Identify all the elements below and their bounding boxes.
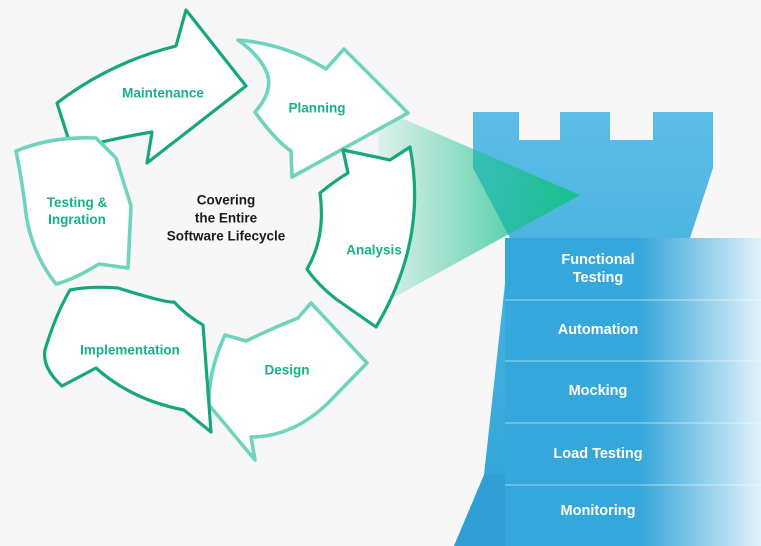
arrow-implementation [43,285,213,434]
beam [378,108,580,305]
label-implementation-line: Implementation [80,343,180,358]
arrow-planning [236,38,410,179]
label-design: Design [264,363,309,378]
label-analysis-line: Analysis [346,243,402,258]
label-planning: Planning [289,101,346,116]
tower-fade [640,238,761,546]
tower-base-left [454,475,505,546]
arrow-design [207,301,369,462]
tower-layer-label-line: Testing [573,270,623,286]
arrow-analysis [305,145,417,329]
label-analysis: Analysis [346,243,402,258]
tower-layer-label-line: Functional [561,252,634,268]
center-caption-text-line: Covering [197,193,256,208]
label-maintenance: Maintenance [122,86,204,101]
label-design-line: Design [264,363,309,378]
tower-layer-label: Mocking [569,383,628,399]
tower-layer-label: Automation [558,322,639,338]
tower-layer-dividers [505,299,761,486]
label-planning-line: Planning [289,101,346,116]
center-caption-text-line: Software Lifecycle [167,229,286,244]
label-testing-integration: Testing & Ingration [47,195,108,227]
tower-layer-label: Load Testing [553,446,642,462]
tower-layer-label-line: Automation [558,322,639,338]
label-testing-integration-line: Testing & [47,195,108,210]
tower-layer-label-line: Load Testing [553,446,642,462]
arrow-testing-integration [14,135,133,286]
tower-layer-label-line: Mocking [569,383,628,399]
label-implementation: Implementation [80,343,180,358]
label-maintenance-line: Maintenance [122,86,204,101]
cycle-arrows [14,8,417,462]
tower-layer-label-line: Monitoring [561,503,636,519]
tower-layer-label: Monitoring [561,503,636,519]
center-caption-text-line: the Entire [195,211,258,226]
label-testing-integration-line: Ingration [48,212,106,227]
